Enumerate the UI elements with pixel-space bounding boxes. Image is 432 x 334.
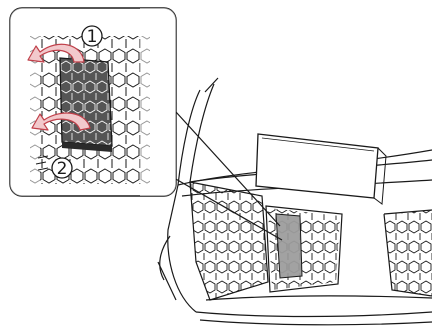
grille-cover: [60, 58, 112, 152]
grille-cover-location: [276, 214, 302, 278]
license-plate: [256, 134, 386, 204]
step-marker-1-label: 1: [87, 27, 98, 47]
left-grille-mesh: [180, 170, 280, 310]
step-marker-2: 2: [52, 158, 72, 179]
step-marker-2-label: 2: [57, 159, 68, 179]
step-marker-1: 1: [82, 26, 102, 47]
center-grille-mesh: [262, 200, 352, 300]
inset-callout: 1 2: [10, 8, 176, 196]
